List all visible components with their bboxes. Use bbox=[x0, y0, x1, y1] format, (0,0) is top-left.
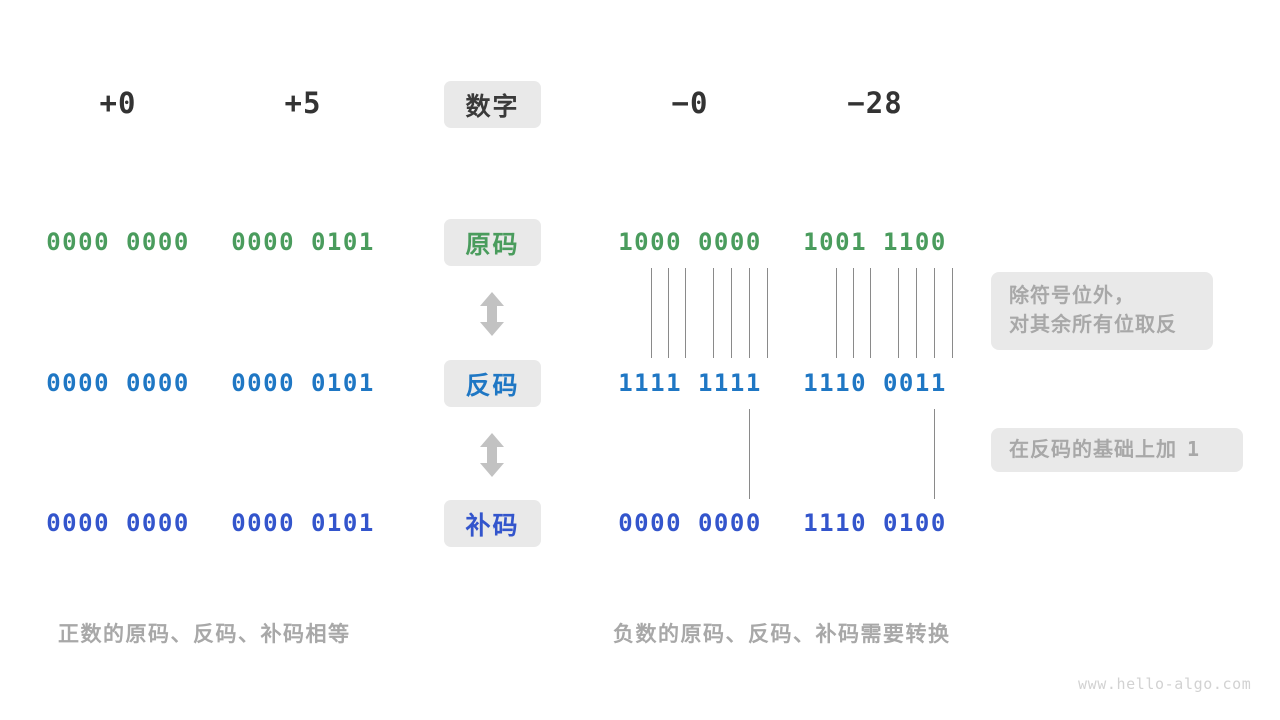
note-add-one-value: 1 bbox=[1187, 437, 1201, 461]
cell-twos-complement-plus-zero: 0000 0000 bbox=[46, 509, 190, 537]
note-invert-line-1: 除符号位外， bbox=[1009, 285, 1135, 307]
connector-line bbox=[749, 268, 751, 358]
arrow-ones-to-twos bbox=[479, 432, 505, 483]
caption-negative: 负数的原码、反码、补码需要转换 bbox=[613, 623, 951, 646]
connector-line bbox=[870, 268, 872, 358]
cell-ones-complement-minus-twentyeight: 1110 0011 bbox=[803, 369, 947, 397]
connector-line-carry-minus-twentyeight bbox=[934, 409, 936, 499]
note-add-one-line: 在反码的基础上加 1 bbox=[1009, 435, 1225, 465]
note-invert-bits: 除符号位外， 对其余所有位取反 bbox=[991, 272, 1213, 350]
double-arrow-icon bbox=[480, 433, 504, 477]
row-label-twos-complement: 补码 bbox=[444, 500, 541, 547]
cell-twos-complement-minus-twentyeight: 1110 0100 bbox=[803, 509, 947, 537]
cell-sign-magnitude-plus-zero: 0000 0000 bbox=[46, 228, 190, 256]
row-label-header-number: 数字 bbox=[444, 81, 541, 128]
row-label-ones-complement: 反码 bbox=[444, 360, 541, 407]
connector-line bbox=[668, 268, 670, 358]
cell-ones-complement-minus-zero: 1111 1111 bbox=[618, 369, 762, 397]
connector-line bbox=[836, 268, 838, 358]
column-header-minus-zero: −0 bbox=[671, 86, 709, 120]
connector-line bbox=[685, 268, 687, 358]
cell-twos-complement-plus-five: 0000 0101 bbox=[231, 509, 375, 537]
connector-line bbox=[651, 268, 653, 358]
cell-ones-complement-plus-five: 0000 0101 bbox=[231, 369, 375, 397]
connector-line bbox=[934, 268, 936, 358]
cell-sign-magnitude-minus-zero: 1000 0000 bbox=[618, 228, 762, 256]
note-invert-line-2: 对其余所有位取反 bbox=[1009, 314, 1177, 336]
connector-line bbox=[731, 268, 733, 358]
arrow-sign-to-ones bbox=[479, 291, 505, 342]
cell-sign-magnitude-plus-five: 0000 0101 bbox=[231, 228, 375, 256]
watermark: www.hello-algo.com bbox=[1078, 675, 1252, 693]
cell-sign-magnitude-minus-twentyeight: 1001 1100 bbox=[803, 228, 947, 256]
connector-line bbox=[853, 268, 855, 358]
double-arrow-icon bbox=[480, 292, 504, 336]
connector-line bbox=[767, 268, 769, 358]
note-add-one-text: 在反码的基础上加 bbox=[1009, 439, 1177, 461]
column-header-minus-twentyeight: −28 bbox=[847, 86, 903, 120]
note-add-one: 在反码的基础上加 1 bbox=[991, 428, 1243, 472]
connector-line bbox=[952, 268, 954, 358]
column-header-plus-five: +5 bbox=[284, 86, 322, 120]
connector-line bbox=[898, 268, 900, 358]
connector-line-carry-minus-zero bbox=[749, 409, 751, 499]
caption-positive: 正数的原码、反码、补码相等 bbox=[58, 623, 351, 646]
cell-twos-complement-minus-zero: 0000 0000 bbox=[618, 509, 762, 537]
row-label-sign-magnitude: 原码 bbox=[444, 219, 541, 266]
cell-ones-complement-plus-zero: 0000 0000 bbox=[46, 369, 190, 397]
column-header-plus-zero: +0 bbox=[99, 86, 137, 120]
connector-line bbox=[713, 268, 715, 358]
connector-line bbox=[916, 268, 918, 358]
